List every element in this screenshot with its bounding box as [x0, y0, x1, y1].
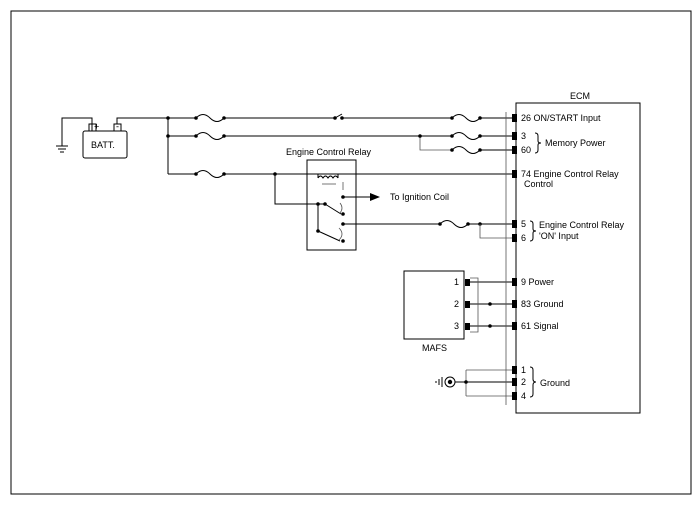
ecm-ground-label: Ground — [540, 378, 570, 388]
memory-power-label: Memory Power — [545, 138, 606, 148]
ecm-pin-9: 9 Power — [521, 277, 554, 287]
battery: + - BATT. — [82, 122, 128, 159]
ecm-pin-83: 83 Ground — [521, 299, 564, 309]
ground-brace — [529, 366, 537, 398]
ecm-pin-1: 1 — [521, 365, 526, 375]
mafs-sensor: 1 2 3 — [403, 270, 470, 340]
engine-control-relay — [274, 159, 370, 251]
ecm-pin-6: 6 — [521, 233, 526, 243]
ecm-pin-74-line2: Control — [524, 179, 553, 189]
ecm-pin-5: 5 — [521, 219, 526, 229]
relay-on-input-label-1: Engine Control Relay — [539, 220, 625, 230]
mafs-pin-2: 2 — [454, 299, 459, 309]
memory-power-brace — [534, 132, 542, 154]
ecm-pin-2: 2 — [521, 377, 526, 387]
svg-text:+: + — [94, 122, 99, 132]
ecm-pin-3: 3 — [521, 131, 526, 141]
diagram-frame — [10, 10, 692, 495]
mafs-pin-3: 3 — [454, 321, 459, 331]
ignition-coil-label: To Ignition Coil — [390, 192, 449, 202]
relay-on-input-label-2: 'ON' Input — [539, 231, 579, 241]
ecm: ECM — [505, 91, 641, 414]
ecm-pin-60: 60 — [521, 145, 531, 155]
ecm-pin-74: 74 Engine Control Relay — [521, 169, 619, 179]
ecm-pin-26: 26 ON/START Input — [521, 113, 601, 123]
ecm-title: ECM — [570, 91, 590, 101]
relay-on-input-brace — [529, 220, 537, 242]
mafs-pin-1: 1 — [454, 277, 459, 287]
arrow-right-icon — [370, 193, 380, 201]
mafs-label: MAFS — [422, 343, 447, 353]
ecm-pins — [512, 114, 517, 400]
battery-label: BATT. — [91, 140, 115, 150]
ecm-pin-4: 4 — [521, 391, 526, 401]
battery-ground-icon — [56, 117, 93, 153]
svg-text:-: - — [116, 122, 119, 132]
relay-title: Engine Control Relay — [286, 147, 372, 157]
ecm-pin-61: 61 Signal — [521, 321, 559, 331]
ground-icon — [435, 376, 456, 388]
